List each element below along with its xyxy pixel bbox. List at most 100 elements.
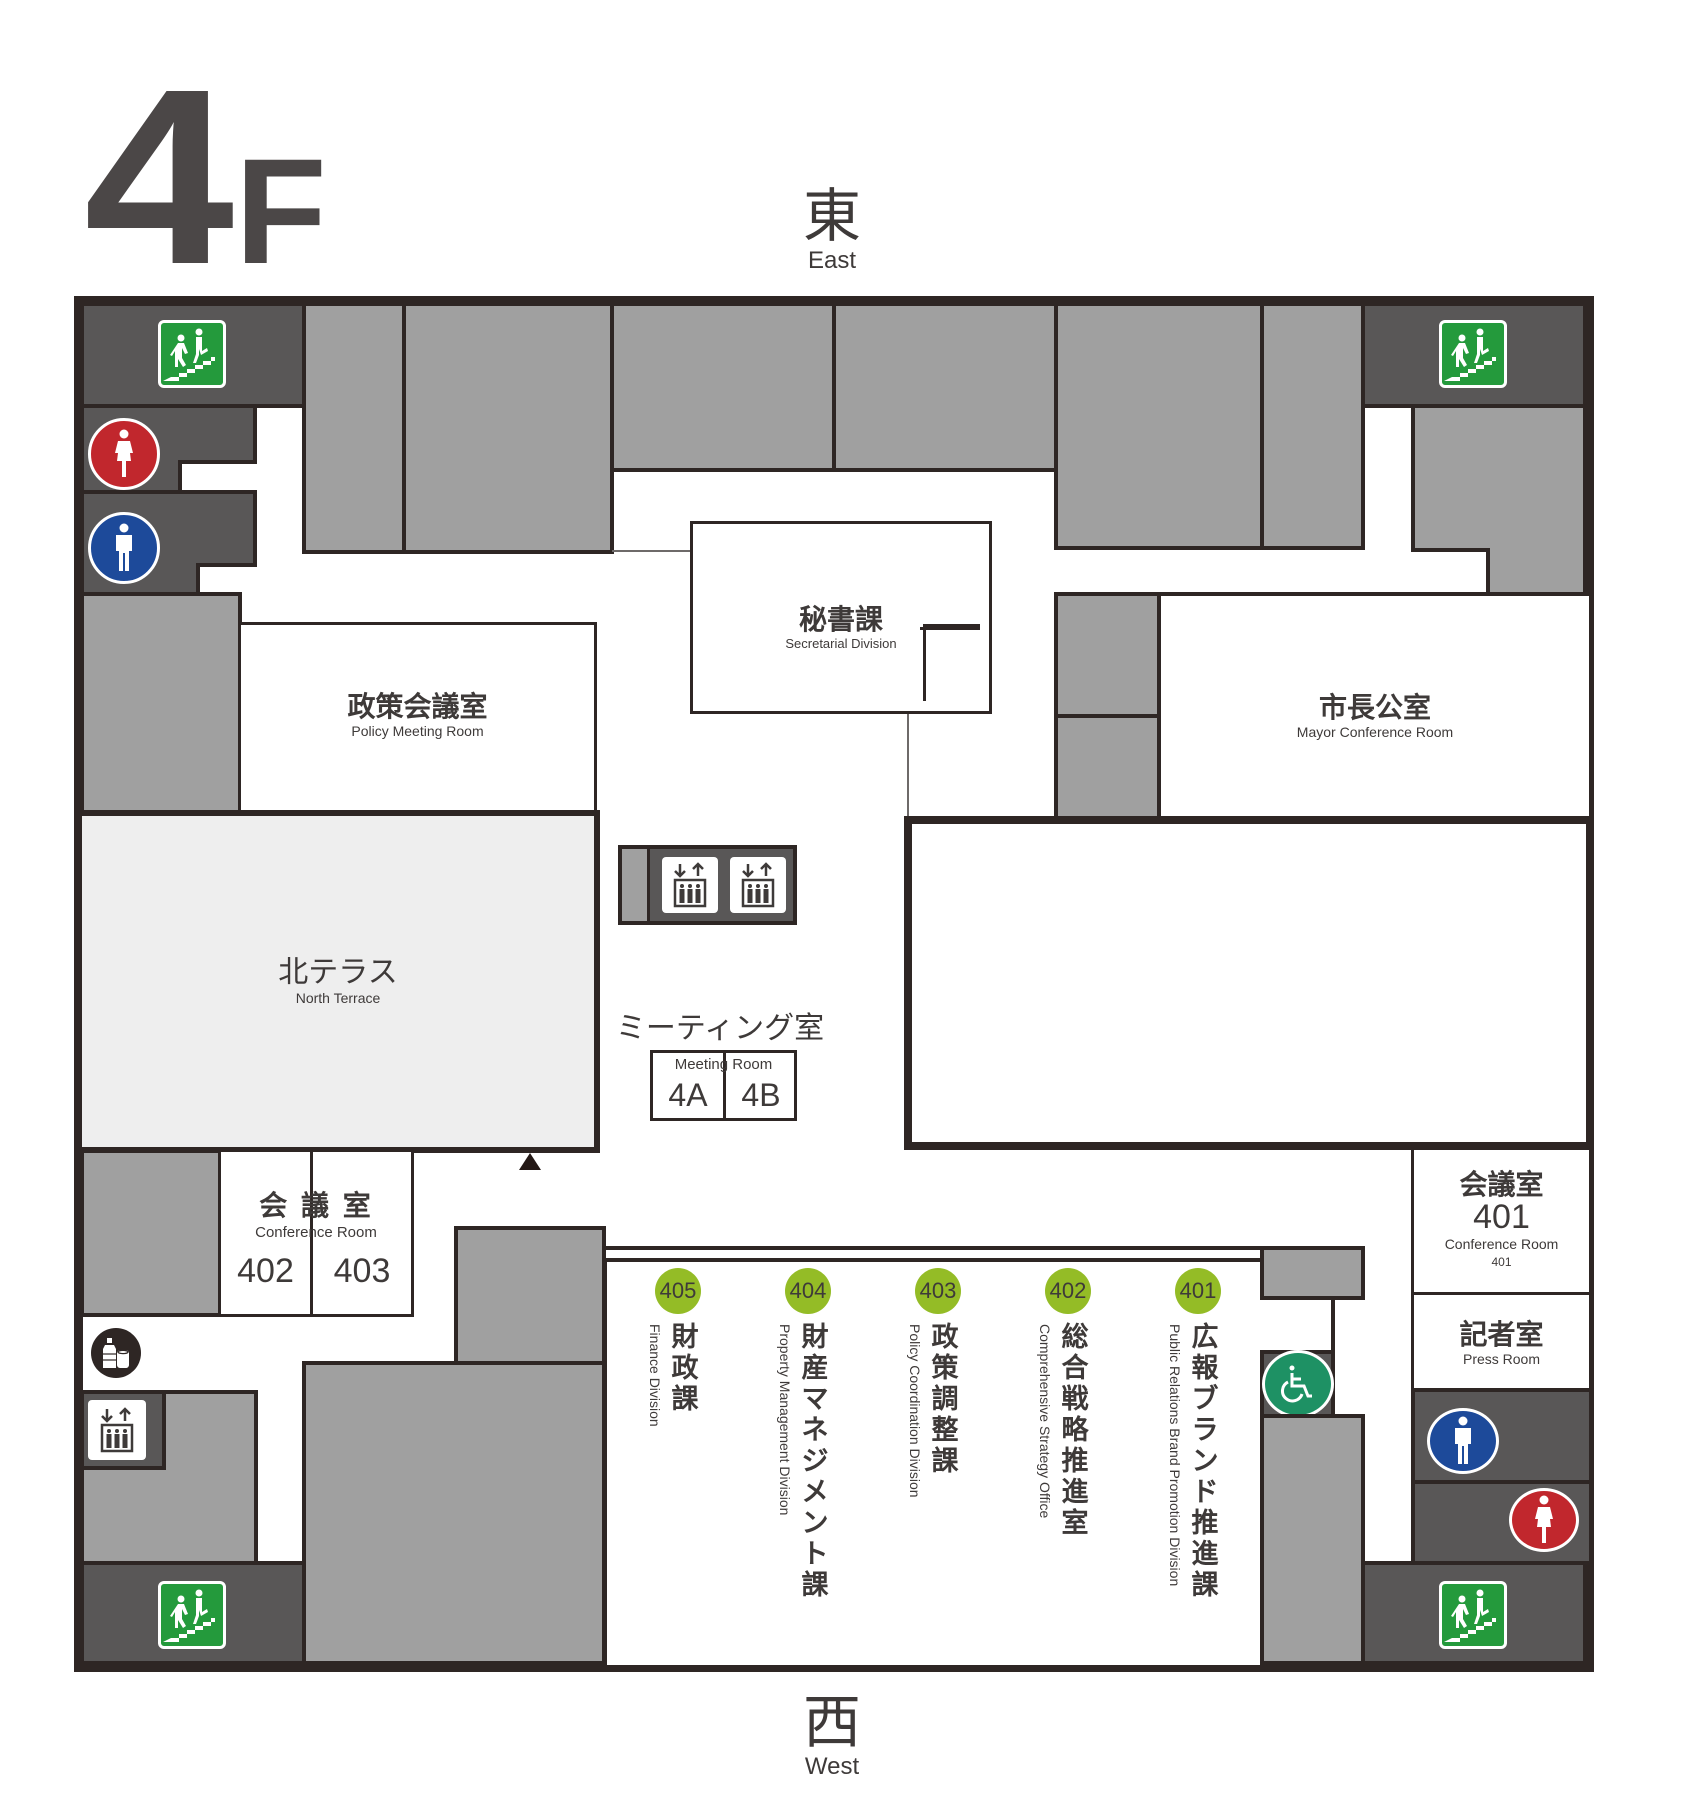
elevator-hall (618, 845, 797, 925)
men-restroom-icon (1427, 1408, 1499, 1474)
room-top-3 (610, 302, 836, 472)
division-name-en: Finance Division (647, 1324, 663, 1427)
elevator-icon[interactable] (730, 857, 786, 913)
room-label-en: Mayor Conference Room (1296, 724, 1454, 740)
conference-divider (310, 1152, 313, 1314)
room-label-jp: ミーティング室 (615, 1011, 825, 1046)
room-policy-meeting[interactable]: 政策会議室 Policy Meeting Room (238, 622, 597, 814)
women-restroom-icon (1509, 1488, 1579, 1552)
elevator-sw (80, 1390, 166, 1470)
restroom-women-se[interactable] (1411, 1480, 1589, 1565)
entrance-triangle-icon (519, 1153, 541, 1170)
room-label-jp: 市長公室 (1318, 691, 1431, 724)
room-number-en: 401 (1491, 1255, 1512, 1269)
room-top-1 (302, 302, 406, 554)
stairs-icon (1439, 1581, 1507, 1649)
elevator-icon[interactable] (88, 1400, 146, 1460)
room-number: 401 (1473, 1198, 1530, 1236)
division-name-jp: 総合戦略推進室 (1061, 1322, 1089, 1539)
elevator-shaft (622, 849, 650, 921)
room-label-jp: 会議室 (1459, 1168, 1544, 1201)
room-label-jp: 会 議 室 (259, 1189, 373, 1222)
division-405[interactable]: 405 財政課 Finance Division (647, 1268, 708, 1427)
room-ne-upper (1411, 404, 1587, 552)
stairs-se[interactable] (1361, 1561, 1587, 1665)
ne-fill (1415, 540, 1490, 548)
elevator-icon[interactable] (662, 857, 718, 913)
division-name-jp: 財政課 (671, 1322, 699, 1415)
room-se-tall (1260, 1414, 1365, 1665)
meeting-room[interactable]: Meeting Room 4A 4B (650, 1050, 797, 1121)
room-label-jp: 政策会議室 (347, 690, 488, 723)
room-secretarial[interactable]: 秘書課 Secretarial Division (690, 521, 992, 714)
vending-machine-icon (91, 1328, 141, 1378)
division-404[interactable]: 404 財産マネジメント課 Property Management Divisi… (777, 1268, 838, 1601)
partition-line (907, 711, 909, 821)
room-label-en: Conference Room (255, 1224, 377, 1241)
stairs-ne[interactable] (1361, 302, 1587, 408)
room-ne-lower (1486, 540, 1587, 598)
nw-notch-1 (178, 460, 257, 492)
room-press[interactable]: 記者室 Press Room (1411, 1292, 1589, 1392)
void-area (904, 816, 1594, 1150)
room-west-1 (80, 592, 242, 814)
floor-suffix: F (235, 127, 327, 295)
stairs-sw[interactable] (80, 1561, 306, 1665)
room-mayor[interactable]: 市長公室 Mayor Conference Room (1157, 592, 1589, 820)
room-label-en: Secretarial Division (785, 636, 897, 651)
room-top-5 (1054, 302, 1264, 550)
women-restroom-icon (88, 418, 160, 490)
meeting-divider (723, 1053, 726, 1118)
room-mayor-side-2 (1054, 714, 1161, 820)
room-403[interactable]: 403 (333, 1252, 391, 1290)
room-label-en: Conference Room (1444, 1236, 1559, 1252)
se-notch (1415, 1476, 1495, 1484)
accessible-restroom-icon (1262, 1350, 1334, 1418)
stairs-icon (158, 1581, 226, 1649)
division-number-badge: 403 (915, 1268, 961, 1314)
men-restroom-icon (88, 512, 160, 584)
division-402[interactable]: 402 総合戦略推進室 Comprehensive Strategy Offic… (1037, 1268, 1098, 1539)
compass-west-en: West (804, 1753, 860, 1780)
compass-west: 西 West (782, 1690, 882, 1780)
restroom-accessible[interactable] (1260, 1350, 1335, 1418)
room-sw-1 (80, 1149, 222, 1317)
room-se-small (1260, 1246, 1365, 1300)
partition-line (612, 550, 692, 552)
room-label-jp: 記者室 (1459, 1318, 1544, 1351)
meeting-room-en: Meeting Room (674, 1056, 773, 1073)
division-name-en: Public Relations Brand Promotion Divisio… (1167, 1324, 1183, 1587)
room-mayor-side-1 (1054, 592, 1161, 718)
floor-title: 4F (84, 52, 327, 302)
division-name-en: Property Management Division (777, 1324, 793, 1516)
nw-notch-2 (196, 563, 257, 596)
room-north-terrace[interactable]: 北テラス North Terrace (76, 810, 600, 1153)
corridor-rail (604, 1246, 1264, 1262)
partition-se (1331, 1296, 1335, 1354)
meeting-room-title: ミーティング室 (610, 1012, 830, 1046)
room-top-2 (402, 302, 614, 554)
room-label-en: Policy Meeting Room (351, 723, 484, 739)
room-conference-402-403[interactable]: 会 議 室 Conference Room 402 403 (218, 1149, 414, 1317)
division-name-jp: 広報ブランド推進課 (1191, 1322, 1219, 1601)
room-402[interactable]: 402 (237, 1252, 294, 1290)
stairs-icon (158, 320, 226, 388)
meeting-room-4a[interactable]: 4A (668, 1077, 708, 1113)
compass-west-jp: 西 (802, 1688, 861, 1756)
division-number-badge: 404 (785, 1268, 831, 1314)
meeting-room-4b[interactable]: 4B (741, 1077, 781, 1113)
secretarial-closet (923, 624, 980, 701)
stairs-icon (1439, 320, 1507, 388)
division-403[interactable]: 403 政策調整課 Policy Coordination Division (907, 1268, 968, 1498)
division-name-en: Policy Coordination Division (907, 1324, 923, 1498)
room-top-4 (832, 302, 1058, 472)
room-conference-401[interactable]: 会議室 401 Conference Room 401 (1411, 1147, 1589, 1295)
division-number-badge: 401 (1175, 1268, 1221, 1314)
compass-east-en: East (807, 247, 857, 274)
division-401[interactable]: 401 広報ブランド推進課 Public Relations Brand Pro… (1167, 1268, 1228, 1601)
secretarial-closet-inner (920, 624, 980, 630)
stairs-nw[interactable] (80, 302, 306, 408)
office-divisions-area (604, 1262, 1264, 1665)
division-number-badge: 405 (655, 1268, 701, 1314)
division-name-jp: 財産マネジメント課 (801, 1322, 829, 1601)
